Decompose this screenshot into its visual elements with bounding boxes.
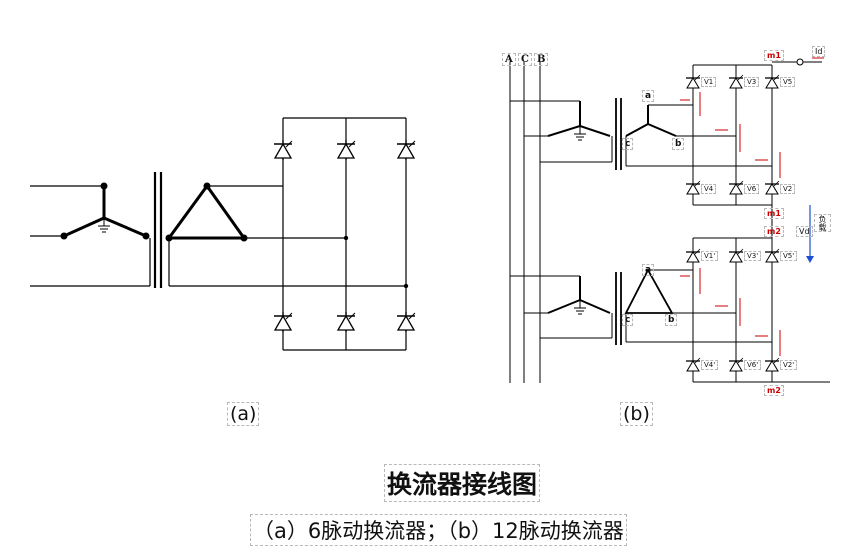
twelve-pulse-valves [685,73,780,374]
node-b-bottom: b [665,314,678,326]
midpoint-label: m2 [764,385,784,396]
valve-label: V6' [744,360,762,370]
node-a-bottom: a [642,264,655,276]
midpoint-label: m2 [764,226,784,237]
caption-b: (b) [620,402,653,426]
node-c-top: c [622,138,634,150]
phase-label-c: C [518,53,532,66]
figure-subtitle: （a）6脉动换流器；（b）12脉动换流器 [250,514,627,546]
phase-label-b: B [534,53,549,66]
node-c-bottom: c [622,314,634,326]
dc-voltage-label: Vd [796,226,813,237]
valve-label: V4 [701,184,717,194]
midpoint-label: m1 [764,208,784,219]
figure-title: 换流器接线图 [384,464,541,502]
valve-label: V3 [744,77,760,87]
node-b-top: b [672,138,685,150]
node-a-top: a [642,90,655,102]
twelve-pulse-converter [509,58,830,383]
current-arrows [680,57,824,356]
load-label: 负载 [814,214,831,232]
valve-label: V1 [701,77,717,87]
valve-label: V3' [744,251,762,261]
caption-a: (a) [227,402,260,426]
valve-label: V6 [744,184,760,194]
valve-label: V4' [701,360,719,370]
valve-label: V1' [701,251,719,261]
dc-voltage-arrowhead [806,256,814,263]
phase-label-a: A [502,53,516,66]
six-pulse-valves [273,139,416,333]
midpoint-label: m1 [764,50,784,61]
dc-current-label: Id [812,46,826,57]
valve-label: V5 [780,77,796,87]
valve-label: V2' [780,360,798,370]
valve-label: V5' [780,251,798,261]
valve-label: V2 [780,184,796,194]
